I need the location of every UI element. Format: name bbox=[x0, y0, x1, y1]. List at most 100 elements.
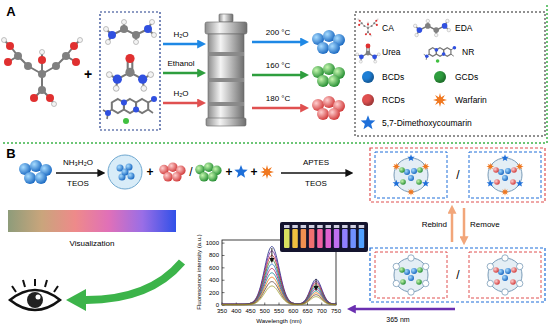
spectrum-curve bbox=[222, 255, 336, 304]
ethylenediamine-molecule bbox=[104, 20, 157, 45]
plus-sign: + bbox=[84, 67, 92, 81]
legend-text: 5,7-Dimethoxycoumarin bbox=[382, 119, 472, 128]
coumarin-symbol bbox=[234, 165, 247, 178]
autoclave bbox=[208, 34, 244, 120]
solvent-arrow bbox=[163, 102, 199, 105]
autoclave bbox=[208, 78, 244, 82]
citric-acid-molecule bbox=[2, 38, 83, 107]
excitation-arrow bbox=[354, 308, 455, 311]
eye-icon bbox=[10, 290, 60, 310]
solvent-arrow bbox=[163, 43, 199, 46]
step-arrow bbox=[56, 172, 99, 173]
legend-icon bbox=[357, 19, 378, 37]
legend-icon bbox=[413, 19, 450, 37]
legend-icon bbox=[356, 44, 381, 64]
vial-photo bbox=[284, 225, 364, 228]
tick-label: 350 bbox=[217, 308, 227, 314]
precursor-box bbox=[100, 12, 160, 130]
solvent-label: H₂O bbox=[173, 31, 188, 39]
template-removed-product bbox=[487, 255, 523, 295]
imprinted-product bbox=[370, 148, 545, 202]
legend-box bbox=[355, 12, 545, 136]
vial-photo bbox=[280, 222, 368, 252]
green-carbon-dots bbox=[195, 162, 221, 181]
temperature-label: 180 °C bbox=[266, 95, 291, 103]
legend-text: GCDs bbox=[455, 73, 478, 82]
reagent-label: TEOS bbox=[305, 180, 327, 188]
vial-photo bbox=[326, 229, 332, 248]
legend-text: Warfarin bbox=[455, 96, 487, 105]
heating-arrow bbox=[252, 107, 302, 110]
vial-photo bbox=[309, 229, 315, 248]
autoclave bbox=[208, 52, 244, 56]
red-carbon-dots bbox=[312, 96, 345, 120]
autoclave bbox=[206, 118, 246, 126]
color-gradient-bar bbox=[8, 210, 176, 232]
temperature-label: 200 °C bbox=[266, 29, 291, 37]
template-removed-product bbox=[488, 258, 522, 292]
spectrum-curve bbox=[222, 247, 336, 305]
tick-label: 700 bbox=[317, 308, 327, 314]
legend-swatch bbox=[434, 71, 446, 83]
imprinted-product bbox=[375, 152, 447, 198]
spectrum-curve bbox=[222, 286, 336, 305]
rebind-arrow bbox=[451, 212, 454, 242]
legend-icon bbox=[433, 93, 447, 107]
remove-arrow bbox=[463, 208, 466, 238]
autoclave bbox=[208, 102, 244, 106]
trend-arrow bbox=[271, 248, 272, 259]
solvent-label: H₂O bbox=[173, 90, 188, 98]
tick-label: 650 bbox=[302, 308, 312, 314]
axis-title: Wavelength (nm) bbox=[256, 318, 301, 324]
panel-border bbox=[3, 4, 547, 143]
vial-photo bbox=[359, 229, 365, 248]
visualization-arrow bbox=[66, 262, 182, 311]
legend-text: CA bbox=[382, 24, 394, 33]
plus-sign: + bbox=[250, 166, 257, 178]
tick-label: 550 bbox=[274, 308, 284, 314]
vial-photo bbox=[342, 229, 348, 248]
tick-label: 400 bbox=[231, 308, 241, 314]
slash-sign: / bbox=[456, 169, 459, 181]
visualization-arrow bbox=[86, 262, 182, 300]
green-carbon-dots bbox=[312, 63, 345, 87]
tick-mark bbox=[222, 243, 336, 305]
imprinted-product bbox=[469, 152, 541, 198]
solvent-label: Ethanol bbox=[167, 60, 194, 68]
vial-photo bbox=[334, 229, 340, 248]
imprinted-product bbox=[488, 158, 522, 192]
legend-text: Urea bbox=[382, 48, 400, 57]
process-label: Rebind bbox=[422, 221, 447, 229]
silica-sphere bbox=[108, 155, 142, 189]
reagent-label: TEOS bbox=[67, 180, 89, 188]
eye-icon bbox=[10, 279, 60, 310]
slash-sign: / bbox=[189, 166, 192, 178]
tick-label: 0 bbox=[216, 302, 219, 308]
vial-photo bbox=[301, 229, 307, 248]
eye-icon bbox=[36, 295, 41, 300]
template-removed-product bbox=[370, 248, 545, 302]
legend-swatch bbox=[362, 94, 374, 106]
tick-label: 200 bbox=[209, 290, 219, 296]
legend-text: NR bbox=[462, 48, 474, 57]
plus-sign: + bbox=[225, 166, 232, 178]
vial-photo bbox=[284, 229, 290, 248]
wavelength-label: 365 nm bbox=[386, 316, 409, 323]
temperature-label: 160 °C bbox=[266, 62, 291, 70]
imprinted-product bbox=[370, 148, 545, 202]
eye-icon bbox=[27, 292, 43, 308]
tick-label: 600 bbox=[209, 265, 219, 271]
template-removed-product bbox=[393, 255, 429, 295]
spectrum-curve bbox=[222, 273, 336, 305]
imprinted-product bbox=[392, 154, 429, 196]
autoclave bbox=[205, 22, 247, 34]
legend-text: RCDs bbox=[382, 96, 405, 105]
solvent-arrow bbox=[163, 72, 199, 75]
blue-carbon-dots bbox=[19, 160, 52, 184]
axis-title: Fluorescence intensity (a.u.) bbox=[196, 234, 202, 309]
tick-label: 750 bbox=[331, 308, 341, 314]
reagent-label: APTES bbox=[303, 159, 329, 167]
tick-label: 400 bbox=[209, 277, 219, 283]
